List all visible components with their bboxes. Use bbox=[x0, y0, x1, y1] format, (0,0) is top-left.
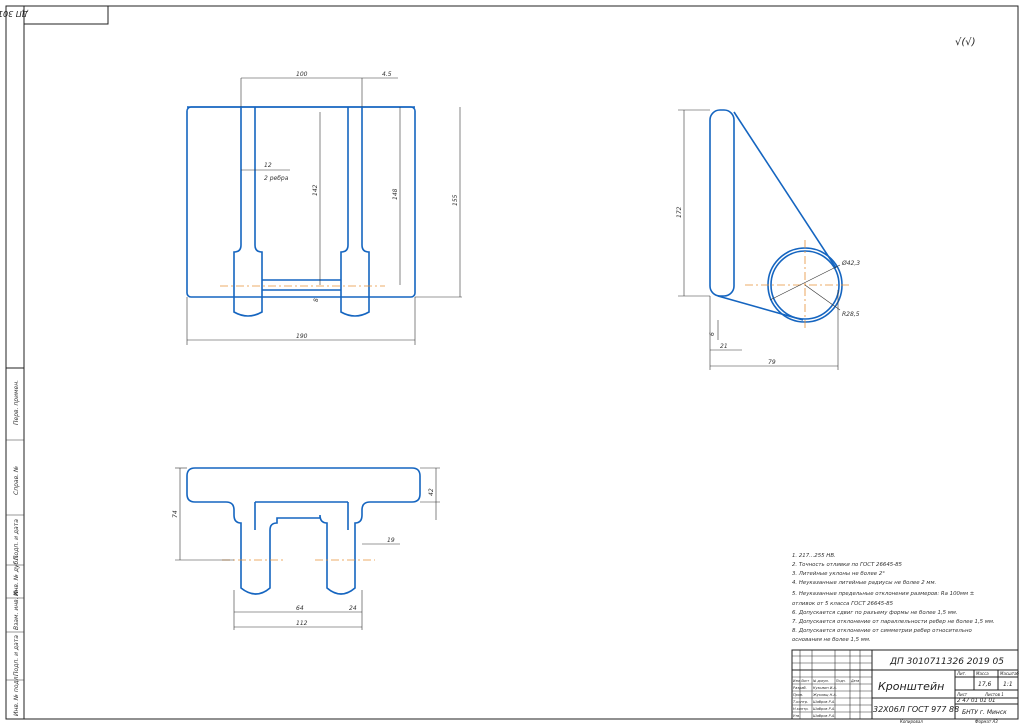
note-5: 5. Неуказанные предельные отклонения раз… bbox=[792, 591, 974, 597]
dim-19: 19 bbox=[387, 537, 395, 544]
note-3: 3. Литейные уклоны не более 2° bbox=[792, 571, 885, 577]
dim-148: 148 bbox=[392, 188, 399, 200]
dim-4-5: 4.5 bbox=[382, 71, 392, 78]
dim-172: 172 bbox=[676, 206, 683, 218]
outer-border bbox=[5, 5, 1019, 720]
dim-142: 142 bbox=[312, 184, 319, 196]
strip-label-6: Подп. и дата bbox=[13, 635, 20, 676]
side-rib-top-edge bbox=[733, 111, 837, 269]
role-4: Н.контр. bbox=[793, 707, 809, 711]
dim-24: 24 bbox=[349, 605, 357, 612]
note-10: основания не более 1,5 мм. bbox=[792, 637, 871, 643]
side-plate bbox=[709, 109, 735, 297]
title-sheet: Лист bbox=[956, 692, 968, 697]
note-9: 8. Допускается отклонение от симметрии р… bbox=[792, 628, 973, 634]
name-4: Шабров Р.А. bbox=[813, 707, 835, 711]
dim-dia: Ø42,3 bbox=[841, 260, 860, 267]
dim-64: 64 bbox=[296, 605, 304, 612]
dim-21: 21 bbox=[720, 343, 728, 350]
dim-42: 42 bbox=[428, 488, 435, 496]
side-strip: Перв. примен. Справ. № Подп. и дата Инв.… bbox=[5, 367, 25, 720]
dim-radius: R28,5 bbox=[842, 311, 860, 318]
dim-79: 79 bbox=[768, 359, 776, 366]
front-rib-left bbox=[233, 107, 263, 317]
dim-190: 190 bbox=[296, 333, 308, 340]
title-block: ДП 3010711326 2019 05 Кронштейн 32Х06Л Г… bbox=[791, 649, 1020, 720]
name-2: Жуковщ Н.А. bbox=[812, 693, 837, 697]
role-5: Утв. bbox=[793, 714, 800, 718]
dim-6: 6 bbox=[709, 332, 716, 336]
name-1: Кузьмин И.А. bbox=[813, 686, 837, 690]
roughness-symbol: √(√) bbox=[955, 37, 976, 48]
title-scale: 1:1 bbox=[1003, 681, 1013, 688]
front-view: 100 4.5 12 2 ребра 142 148 155 8 190 bbox=[186, 71, 462, 345]
title-mass: 17,6 bbox=[978, 681, 992, 688]
strip-label-5: Взам. инв. № bbox=[13, 589, 20, 630]
strip-label-7: Инв. № подл. bbox=[13, 675, 20, 716]
role-2: Пров. bbox=[793, 693, 803, 697]
note-4: 4. Неуказанные литейные радиусы не более… bbox=[792, 580, 936, 586]
side-view: Ø42,3 R28,5 172 6 21 79 bbox=[676, 109, 860, 370]
title-doc-number: ДП 3010711326 2019 05 bbox=[889, 657, 1004, 667]
note-1: 1. 217...255 НВ. bbox=[792, 553, 836, 559]
note-2: 2. Точность отливки по ГОСТ 26645-85 bbox=[792, 562, 903, 568]
role-3: Т.контр. bbox=[793, 700, 808, 704]
note-8: 7. Допускается отклонение от параллельно… bbox=[792, 619, 995, 625]
label-izm: Изм. bbox=[793, 679, 801, 683]
top-view: 74 42 19 64 24 112 bbox=[172, 467, 440, 630]
strip-label-4: Инв. № дубл. bbox=[13, 555, 20, 596]
strip-label-3: Подп. и дата bbox=[13, 519, 20, 560]
technical-notes: 1. 217...255 НВ. 2. Точность отливки по … bbox=[792, 553, 995, 643]
corner-stamp-text: ДП 3010711326 2019 05 bbox=[0, 9, 29, 18]
top-view-outline bbox=[186, 467, 421, 595]
label-sign: Подп. bbox=[836, 679, 846, 683]
dim-74: 74 bbox=[172, 510, 179, 518]
side-strip-box bbox=[5, 367, 25, 720]
format-label: Формат А3 bbox=[975, 719, 998, 724]
title-org-code: 2 47 01 01 01 bbox=[957, 698, 996, 704]
title-mass-label: Масса bbox=[976, 671, 989, 676]
note-6: отливок от 5 класса ГОСТ 26645-85 bbox=[792, 601, 894, 607]
label-doc: № докум. bbox=[812, 679, 829, 683]
title-org: БНТУ г. Минск bbox=[962, 709, 1007, 716]
name-3: Шабров Р.А. bbox=[813, 700, 835, 704]
dim-100: 100 bbox=[296, 71, 308, 78]
dim-8: 8 bbox=[313, 298, 320, 302]
corner-stamp-box bbox=[23, 5, 109, 25]
title-block-box bbox=[791, 649, 1019, 720]
front-base-plate bbox=[186, 106, 416, 298]
title-part-name: Кронштейн bbox=[878, 680, 944, 693]
title-lit-label: Лит. bbox=[956, 671, 966, 676]
dim-112: 112 bbox=[296, 620, 308, 627]
dim-12-note: 2 ребра bbox=[264, 175, 289, 182]
label-date: Дата bbox=[850, 679, 859, 683]
strip-label-2: Справ. № bbox=[13, 466, 20, 495]
title-scale-label: Масштаб bbox=[1000, 671, 1020, 676]
role-1: Разраб. bbox=[793, 686, 807, 690]
copied-label: Копировал bbox=[900, 719, 923, 724]
label-list: Лист bbox=[800, 679, 809, 683]
strip-label-1: Перв. примен. bbox=[13, 380, 20, 425]
dim-155: 155 bbox=[452, 194, 459, 206]
dim-12: 12 bbox=[264, 162, 272, 169]
name-5: Шабров Р.А. bbox=[813, 714, 835, 718]
note-7: 6. Допускается сдвиг по разъему формы не… bbox=[792, 610, 958, 616]
title-material: 32Х06Л ГОСТ 977 88 bbox=[873, 705, 959, 714]
front-rib-right bbox=[340, 107, 370, 317]
title-sheets: Листов 1 bbox=[984, 692, 1004, 697]
